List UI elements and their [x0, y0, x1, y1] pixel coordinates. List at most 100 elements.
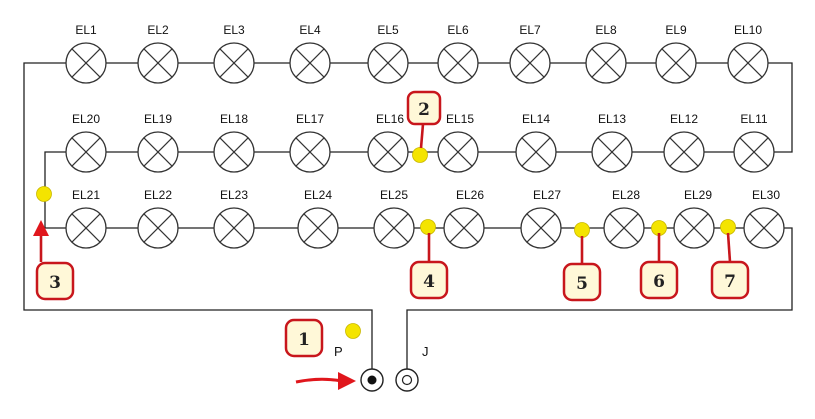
- lamp-label: EL29: [684, 188, 712, 202]
- badge-7: 7: [710, 260, 750, 300]
- lamp-cross-line: [303, 213, 333, 243]
- lamp-cross-line: [661, 48, 691, 78]
- lamp-label: EL28: [612, 188, 640, 202]
- terminal-j-core: [401, 374, 413, 386]
- lamp-cross-line: [219, 48, 249, 78]
- lamp-label: EL11: [740, 112, 767, 126]
- lamp-cross-line: [143, 137, 173, 167]
- lamp-label: EL2: [147, 23, 169, 37]
- test-point-dot-7[interactable]: [345, 323, 361, 339]
- lamp-el21: EL21: [65, 188, 107, 249]
- badge-7-pointer: [726, 232, 732, 263]
- lamp-label: EL1: [75, 23, 97, 37]
- badge-2: 2: [406, 90, 442, 126]
- lamp-el7: EL7: [509, 23, 551, 84]
- lamp-el5: EL5: [367, 23, 409, 84]
- lamp-el2: EL2: [137, 23, 179, 84]
- test-points: [36, 147, 736, 339]
- badge-2-pointer: [419, 123, 425, 149]
- pointer-arrows: [33, 123, 732, 390]
- lamp-el25: EL25: [373, 188, 415, 249]
- lamp-cross-line: [515, 48, 545, 78]
- lamp-label: EL6: [447, 23, 469, 37]
- lamp-label: EL13: [598, 112, 626, 126]
- plug-terminals: P J: [334, 344, 429, 392]
- lamp-el12: EL12: [663, 112, 705, 173]
- lamp-el17: EL17: [289, 112, 331, 173]
- badge-5: 5: [562, 262, 602, 302]
- test-point-dot-3[interactable]: [420, 219, 436, 235]
- lamp-cross-line: [443, 48, 473, 78]
- lamp-cross-line: [143, 213, 173, 243]
- badge-2-number: 2: [418, 100, 430, 120]
- lamp-el6: EL6: [437, 23, 479, 84]
- lamp-cross-line: [526, 213, 556, 243]
- lamp-cross-line: [295, 137, 325, 167]
- lamp-label: EL7: [519, 23, 541, 37]
- badge-4: 4: [409, 260, 449, 300]
- lamp-el1: EL1: [65, 23, 107, 84]
- lamp-el20: EL20: [65, 112, 107, 173]
- lamp-el30: EL30: [743, 188, 785, 249]
- lamp-label: EL9: [665, 23, 687, 37]
- lamp-label: EL18: [220, 112, 248, 126]
- wire-segment-1: [23, 62, 373, 369]
- lamp-cross-line: [71, 137, 101, 167]
- lamp-cross-line: [733, 48, 763, 78]
- lamp-cross-line: [71, 213, 101, 243]
- terminal-j-label: J: [422, 344, 429, 359]
- badge-1-number: 1: [298, 330, 310, 350]
- test-point-dot-1[interactable]: [412, 147, 428, 163]
- lamp-label: EL3: [223, 23, 245, 37]
- lamp-label: EL23: [220, 188, 248, 202]
- badge-4-number: 4: [423, 272, 435, 292]
- lamp-label: EL12: [670, 112, 698, 126]
- test-point-dot-6[interactable]: [720, 219, 736, 235]
- lamp-cross-line: [739, 137, 769, 167]
- badge-1: 1: [284, 318, 324, 358]
- lamp-label: EL4: [299, 23, 321, 37]
- lamp-el3: EL3: [213, 23, 255, 84]
- lamp-cross-line: [597, 137, 627, 167]
- lamp-cross-line: [443, 137, 473, 167]
- badge-5-number: 5: [576, 274, 588, 294]
- terminal-p-core: [367, 375, 377, 385]
- lamp-el13: EL13: [591, 112, 633, 173]
- plug-arrow: [295, 377, 343, 384]
- lamp-el27: EL27: [520, 188, 562, 249]
- badge-6: 6: [639, 260, 679, 300]
- lamp-cross-line: [71, 48, 101, 78]
- lamp-label: EL15: [446, 112, 474, 126]
- badge-7-number: 7: [724, 272, 736, 292]
- lamp-cross-line: [219, 213, 249, 243]
- lamp-cross-line: [669, 137, 699, 167]
- lamp-cross-line: [749, 213, 779, 243]
- lamp-cross-line: [591, 48, 621, 78]
- test-point-dot-2[interactable]: [36, 186, 52, 202]
- lamp-cross-line: [379, 213, 409, 243]
- lamp-label: EL27: [533, 188, 561, 202]
- lamp-label: EL26: [456, 188, 484, 202]
- lamp-cross-line: [219, 137, 249, 167]
- lamp-label: EL17: [296, 112, 324, 126]
- lamp-label: EL30: [752, 188, 780, 202]
- lamp-cross-line: [143, 48, 173, 78]
- lamp-label: EL21: [72, 188, 100, 202]
- lamp-el22: EL22: [137, 188, 179, 249]
- lamp-cross-line: [679, 213, 709, 243]
- lamp-cross-line: [373, 137, 403, 167]
- test-point-dot-4[interactable]: [574, 222, 590, 238]
- lamp-label: EL24: [304, 188, 332, 202]
- lamp-cross-line: [449, 213, 479, 243]
- lamp-el10: EL10: [727, 23, 769, 84]
- lamp-label: EL10: [734, 23, 762, 37]
- plug-arrowhead: [338, 372, 356, 390]
- lamp-el28: EL28: [603, 188, 645, 249]
- lamp-label: EL8: [595, 23, 617, 37]
- lamp-el14: EL14: [515, 112, 557, 173]
- lamp-cross-line: [295, 48, 325, 78]
- badge-3: 3: [35, 261, 75, 301]
- lamp-cross-line: [521, 137, 551, 167]
